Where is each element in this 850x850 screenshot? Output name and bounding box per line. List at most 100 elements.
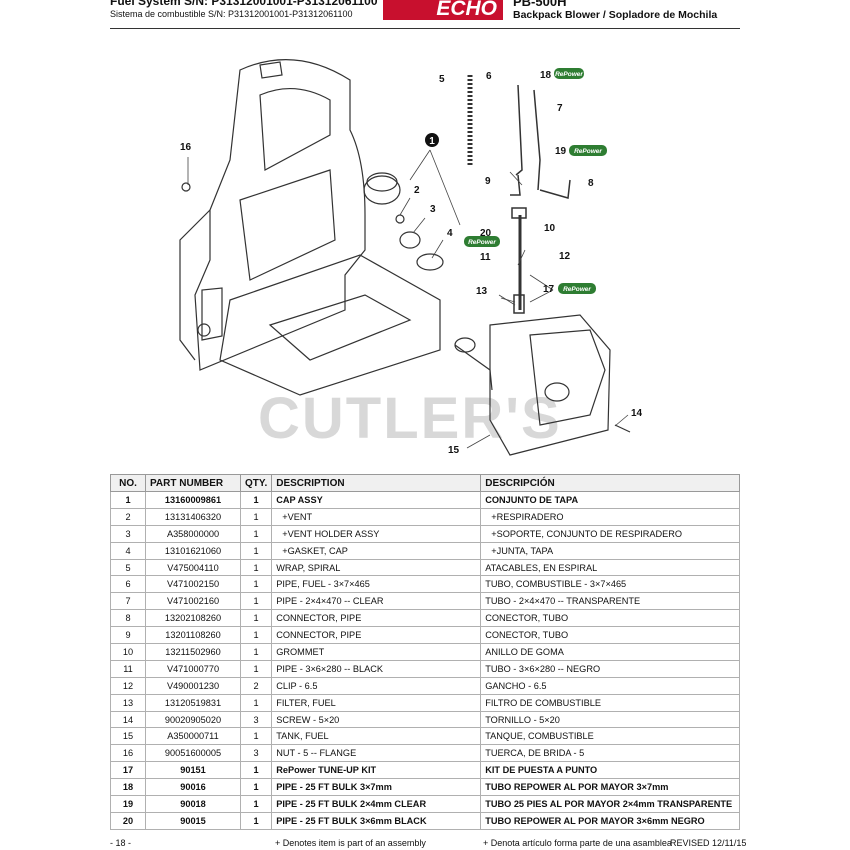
cell-no: 1 [110,491,146,509]
leader-lines [187,149,629,449]
cell-qty: 1 [239,525,273,543]
fuel-tank-drawing [454,314,631,456]
cell-descripcion: GANCHO - 6.5 [480,677,740,695]
repower-badge-19: RePower [569,145,607,156]
cell-descripcion: FILTRO DE COMBUSTIBLE [480,694,740,712]
cell-part-number: 90015 [145,812,241,830]
cell-descripcion: TORNILLO - 5×20 [480,711,740,729]
repower-badge-17: RePower [558,283,596,294]
repower-label: RePower [468,239,496,246]
callout-13: 13 [476,286,488,297]
callout-20: 20 [480,228,492,239]
cell-descripcion: CONECTOR, TUBO [480,626,740,645]
cell-qty: 1 [239,575,273,594]
cell-descripcion: TUBO - 2×4×470 -- TRANSPARENTE [480,592,740,611]
cell-description: +VENT [271,508,482,526]
cell-part-number: 13160009861 [145,491,241,509]
header-divider [110,28,740,29]
header-title: Fuel System S/N: P31312001001-P313120611… [110,0,378,8]
callout-16: 16 [180,142,192,153]
callout-17: 17 [543,284,555,295]
cell-no: 9 [110,626,146,645]
repower-badge-18: RePower [554,68,584,79]
cell-description: +GASKET, CAP [271,542,482,560]
cell-part-number: V471000770 [145,660,241,678]
cell-qty: 1 [239,508,273,526]
cell-description: CONNECTOR, PIPE [271,609,482,628]
callout-12: 12 [559,251,571,262]
cell-part-number: 90018 [145,795,241,813]
cell-descripcion: CONJUNTO DE TAPA [480,491,740,509]
cell-description: PIPE - 25 FT BULK 3×7mm [271,778,482,797]
cell-qty: 3 [239,711,273,729]
cell-descripcion: TUBO REPOWER AL POR MAYOR 3×7mm [480,778,740,797]
cell-no: 3 [110,525,146,543]
cell-qty: 1 [239,542,273,560]
repower-label: RePower [574,148,602,155]
cell-qty: 3 [239,744,273,763]
cell-part-number: 13202108260 [145,609,241,628]
cell-part-number: A350000711 [145,727,241,746]
repower-badge-20: RePower [464,236,500,247]
cell-descripcion: TUERCA, DE BRIDA - 5 [480,744,740,763]
cell-description: PIPE - 25 FT BULK 3×6mm BLACK [271,812,482,830]
callout-7: 7 [557,103,563,114]
cell-descripcion: ANILLO DE GOMA [480,643,740,661]
cell-qty: 1 [239,643,273,661]
cell-part-number: 90020905020 [145,711,241,729]
cell-no: 16 [110,744,146,763]
revised-date: REVISED 12/11/15 [670,838,747,848]
callout-19: 19 [555,146,567,157]
cell-descripcion: TANQUE, COMBUSTIBLE [480,727,740,746]
cell-qty: 1 [239,761,273,780]
callout-2: 2 [414,185,420,196]
col-descripcion: DESCRIPCIÓN [480,474,740,492]
fuel-cap-drawing [363,172,444,271]
backpack-frame-drawing [179,59,441,396]
cell-descripcion: KIT DE PUESTA A PUNTO [480,761,740,780]
cell-qty: 1 [239,626,273,645]
cell-part-number: 13101621060 [145,542,241,560]
header-right: PB-500H Backpack Blower / Sopladore de M… [513,0,717,21]
cell-no: 11 [110,660,146,678]
callout-labels: 1 2 3 4 5 6 7 8 9 10 11 12 13 14 15 16 1… [180,70,643,456]
callout-14: 14 [631,408,643,419]
cell-no: 13 [110,694,146,712]
cell-no: 12 [110,677,146,695]
cell-part-number: V471002150 [145,575,241,594]
callout-18: 18 [540,70,552,81]
cell-description: PIPE - 2×4×470 -- CLEAR [271,592,482,611]
cell-part-number: 90151 [145,761,241,780]
assembly-marker [425,133,439,147]
cell-descripcion: +SOPORTE, CONJUNTO DE RESPIRADERO [480,525,740,543]
cell-part-number: 13131406320 [145,508,241,526]
repower-label: RePower [555,71,583,78]
cell-qty: 1 [239,795,273,813]
callout-15: 15 [448,445,460,456]
page-number: - 18 - [110,838,132,848]
cell-no: 2 [110,508,146,526]
cell-no: 10 [110,643,146,661]
cell-descripcion: TUBO REPOWER AL POR MAYOR 3×6mm NEGRO [480,812,740,830]
cell-part-number: 13211502960 [145,643,241,661]
cell-part-number: 13201108260 [145,626,241,645]
repower-label: RePower [563,286,591,293]
model-subtitle: Backpack Blower / Sopladore de Mochila [513,9,718,21]
cell-no: 8 [110,609,146,628]
cell-description: SCREW - 5×20 [271,711,482,729]
cell-qty: 1 [239,694,273,712]
cell-part-number: 90016 [145,778,241,797]
model-name: PB-500H [513,0,567,9]
cell-description: TANK, FUEL [271,727,482,746]
cell-description: CONNECTOR, PIPE [271,626,482,645]
